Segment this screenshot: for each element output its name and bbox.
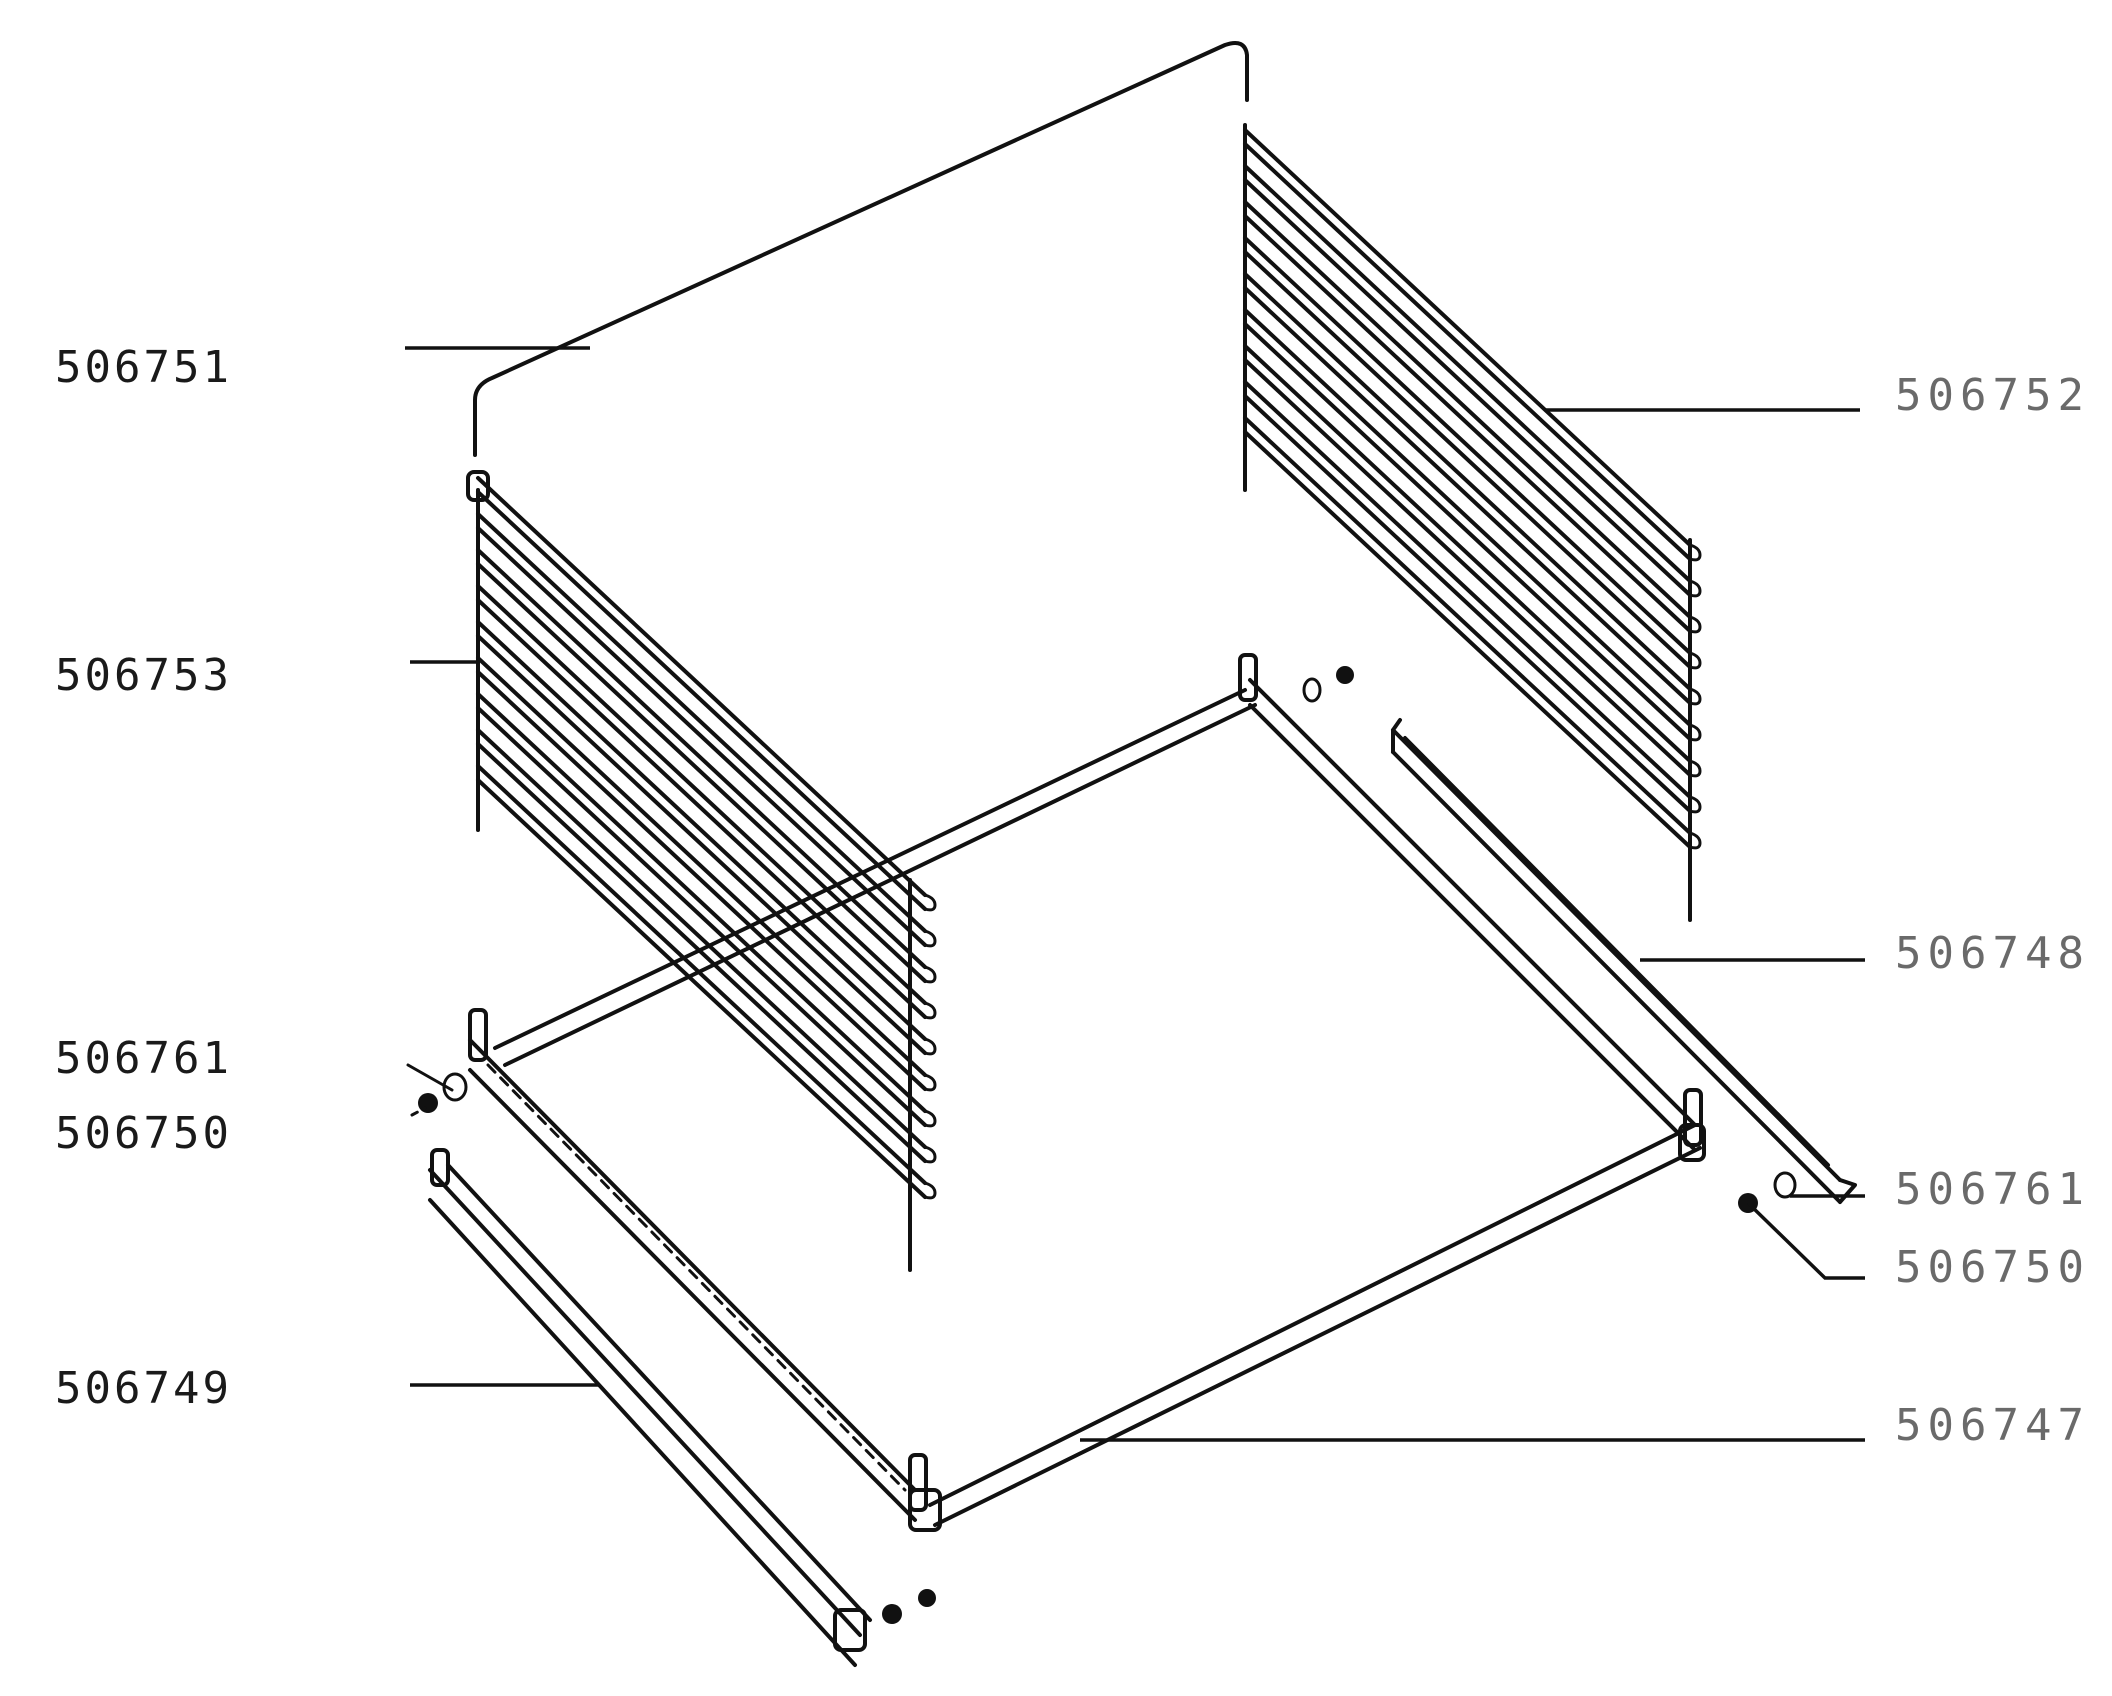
left-rack-rail <box>476 598 927 1019</box>
right-rack-rail <box>1243 308 1692 727</box>
right-rack-rail-hook <box>1688 615 1702 634</box>
left-rack-rail-hook <box>923 1109 937 1128</box>
left-rack-rail <box>476 490 927 911</box>
left-rack-rail <box>476 692 927 1113</box>
left-rack-rail <box>476 778 927 1199</box>
left-rack-rail-hook <box>923 1145 937 1164</box>
right-rack-rail-hook <box>1688 795 1702 814</box>
left-rack-rail <box>476 670 927 1091</box>
part-labels: 506751 506753 506761 506750 506749 50675… <box>55 342 2090 1451</box>
left-side-rack-part <box>466 470 937 1272</box>
label-506751: 506751 <box>55 342 232 393</box>
label-506748: 506748 <box>1895 928 2090 979</box>
right-rack-rail <box>1243 128 1692 547</box>
right-rack-rail <box>1243 416 1692 835</box>
left-rack-rail <box>476 584 927 1005</box>
label-506750-left: 506750 <box>55 1108 232 1159</box>
right-runner-part <box>1391 718 1857 1204</box>
right-rack-rail <box>1243 236 1692 655</box>
left-rack-rail-hook <box>923 1001 937 1020</box>
right-rack-rail <box>1243 178 1692 597</box>
left-rack-rail <box>476 562 927 983</box>
label-506761-right: 506761 <box>1895 1164 2090 1215</box>
right-rack-rail <box>1243 286 1692 705</box>
label-506747: 506747 <box>1895 1400 2090 1451</box>
left-rack-rail-hook <box>923 1037 937 1056</box>
right-rack-rail <box>1243 344 1692 763</box>
left-rack-rail <box>476 742 927 1163</box>
right-rack-rail-hook <box>1688 543 1702 562</box>
right-rack-rail-hook <box>1688 723 1702 742</box>
right-rack-rail-hook <box>1688 579 1702 598</box>
right-rack-rail <box>1243 272 1692 691</box>
right-rack-rail <box>1243 358 1692 777</box>
right-rack-rail-hook <box>1688 687 1702 706</box>
label-506749: 506749 <box>55 1363 232 1414</box>
leader-lines <box>405 346 1865 1442</box>
right-rack-rail <box>1243 214 1692 633</box>
right-rack-rail <box>1243 394 1692 813</box>
right-rack-rail <box>1243 380 1692 799</box>
label-506753: 506753 <box>55 650 232 701</box>
left-rack-rail-hook <box>923 1073 937 1092</box>
label-506752: 506752 <box>1895 370 2090 421</box>
left-rack-rail <box>476 526 927 947</box>
fastener-set-left <box>406 1063 468 1117</box>
left-rack-rail-hook <box>923 965 937 984</box>
left-rack-rail <box>476 656 927 1077</box>
left-runner-part <box>428 1148 872 1667</box>
left-rack-rail <box>476 764 927 1185</box>
fastener-set-back <box>1302 666 1354 703</box>
right-rack-rail-hook <box>1688 759 1702 778</box>
left-rack-rail-hook <box>923 929 937 948</box>
left-rack-rail <box>476 620 927 1041</box>
right-rack-rail <box>1243 250 1692 669</box>
left-rack-rail <box>476 634 927 1055</box>
fastener-set-right <box>1738 1171 1797 1213</box>
left-rack-rail-hook <box>923 893 937 912</box>
right-rack-rail <box>1243 430 1692 849</box>
left-rack-rail <box>476 728 927 1149</box>
left-rack-rail <box>476 512 927 933</box>
left-rack-rail <box>476 476 927 897</box>
top-frame-part <box>473 41 1249 457</box>
right-rack-rail <box>1243 200 1692 619</box>
label-506750-right: 506750 <box>1895 1242 2090 1293</box>
right-rack-rail-hook <box>1688 651 1702 670</box>
right-side-rack-part <box>1243 123 1702 922</box>
right-rack-rail-hook <box>1688 831 1702 850</box>
left-rack-rail <box>476 706 927 1127</box>
left-rack-rail-hook <box>923 1181 937 1200</box>
label-506761-left: 506761 <box>55 1033 232 1084</box>
right-rack-rail <box>1243 164 1692 583</box>
right-rack-rail <box>1243 322 1692 741</box>
fastener-set-front <box>882 1589 936 1624</box>
right-rack-rail <box>1243 142 1692 561</box>
base-frame-part <box>468 653 1706 1532</box>
